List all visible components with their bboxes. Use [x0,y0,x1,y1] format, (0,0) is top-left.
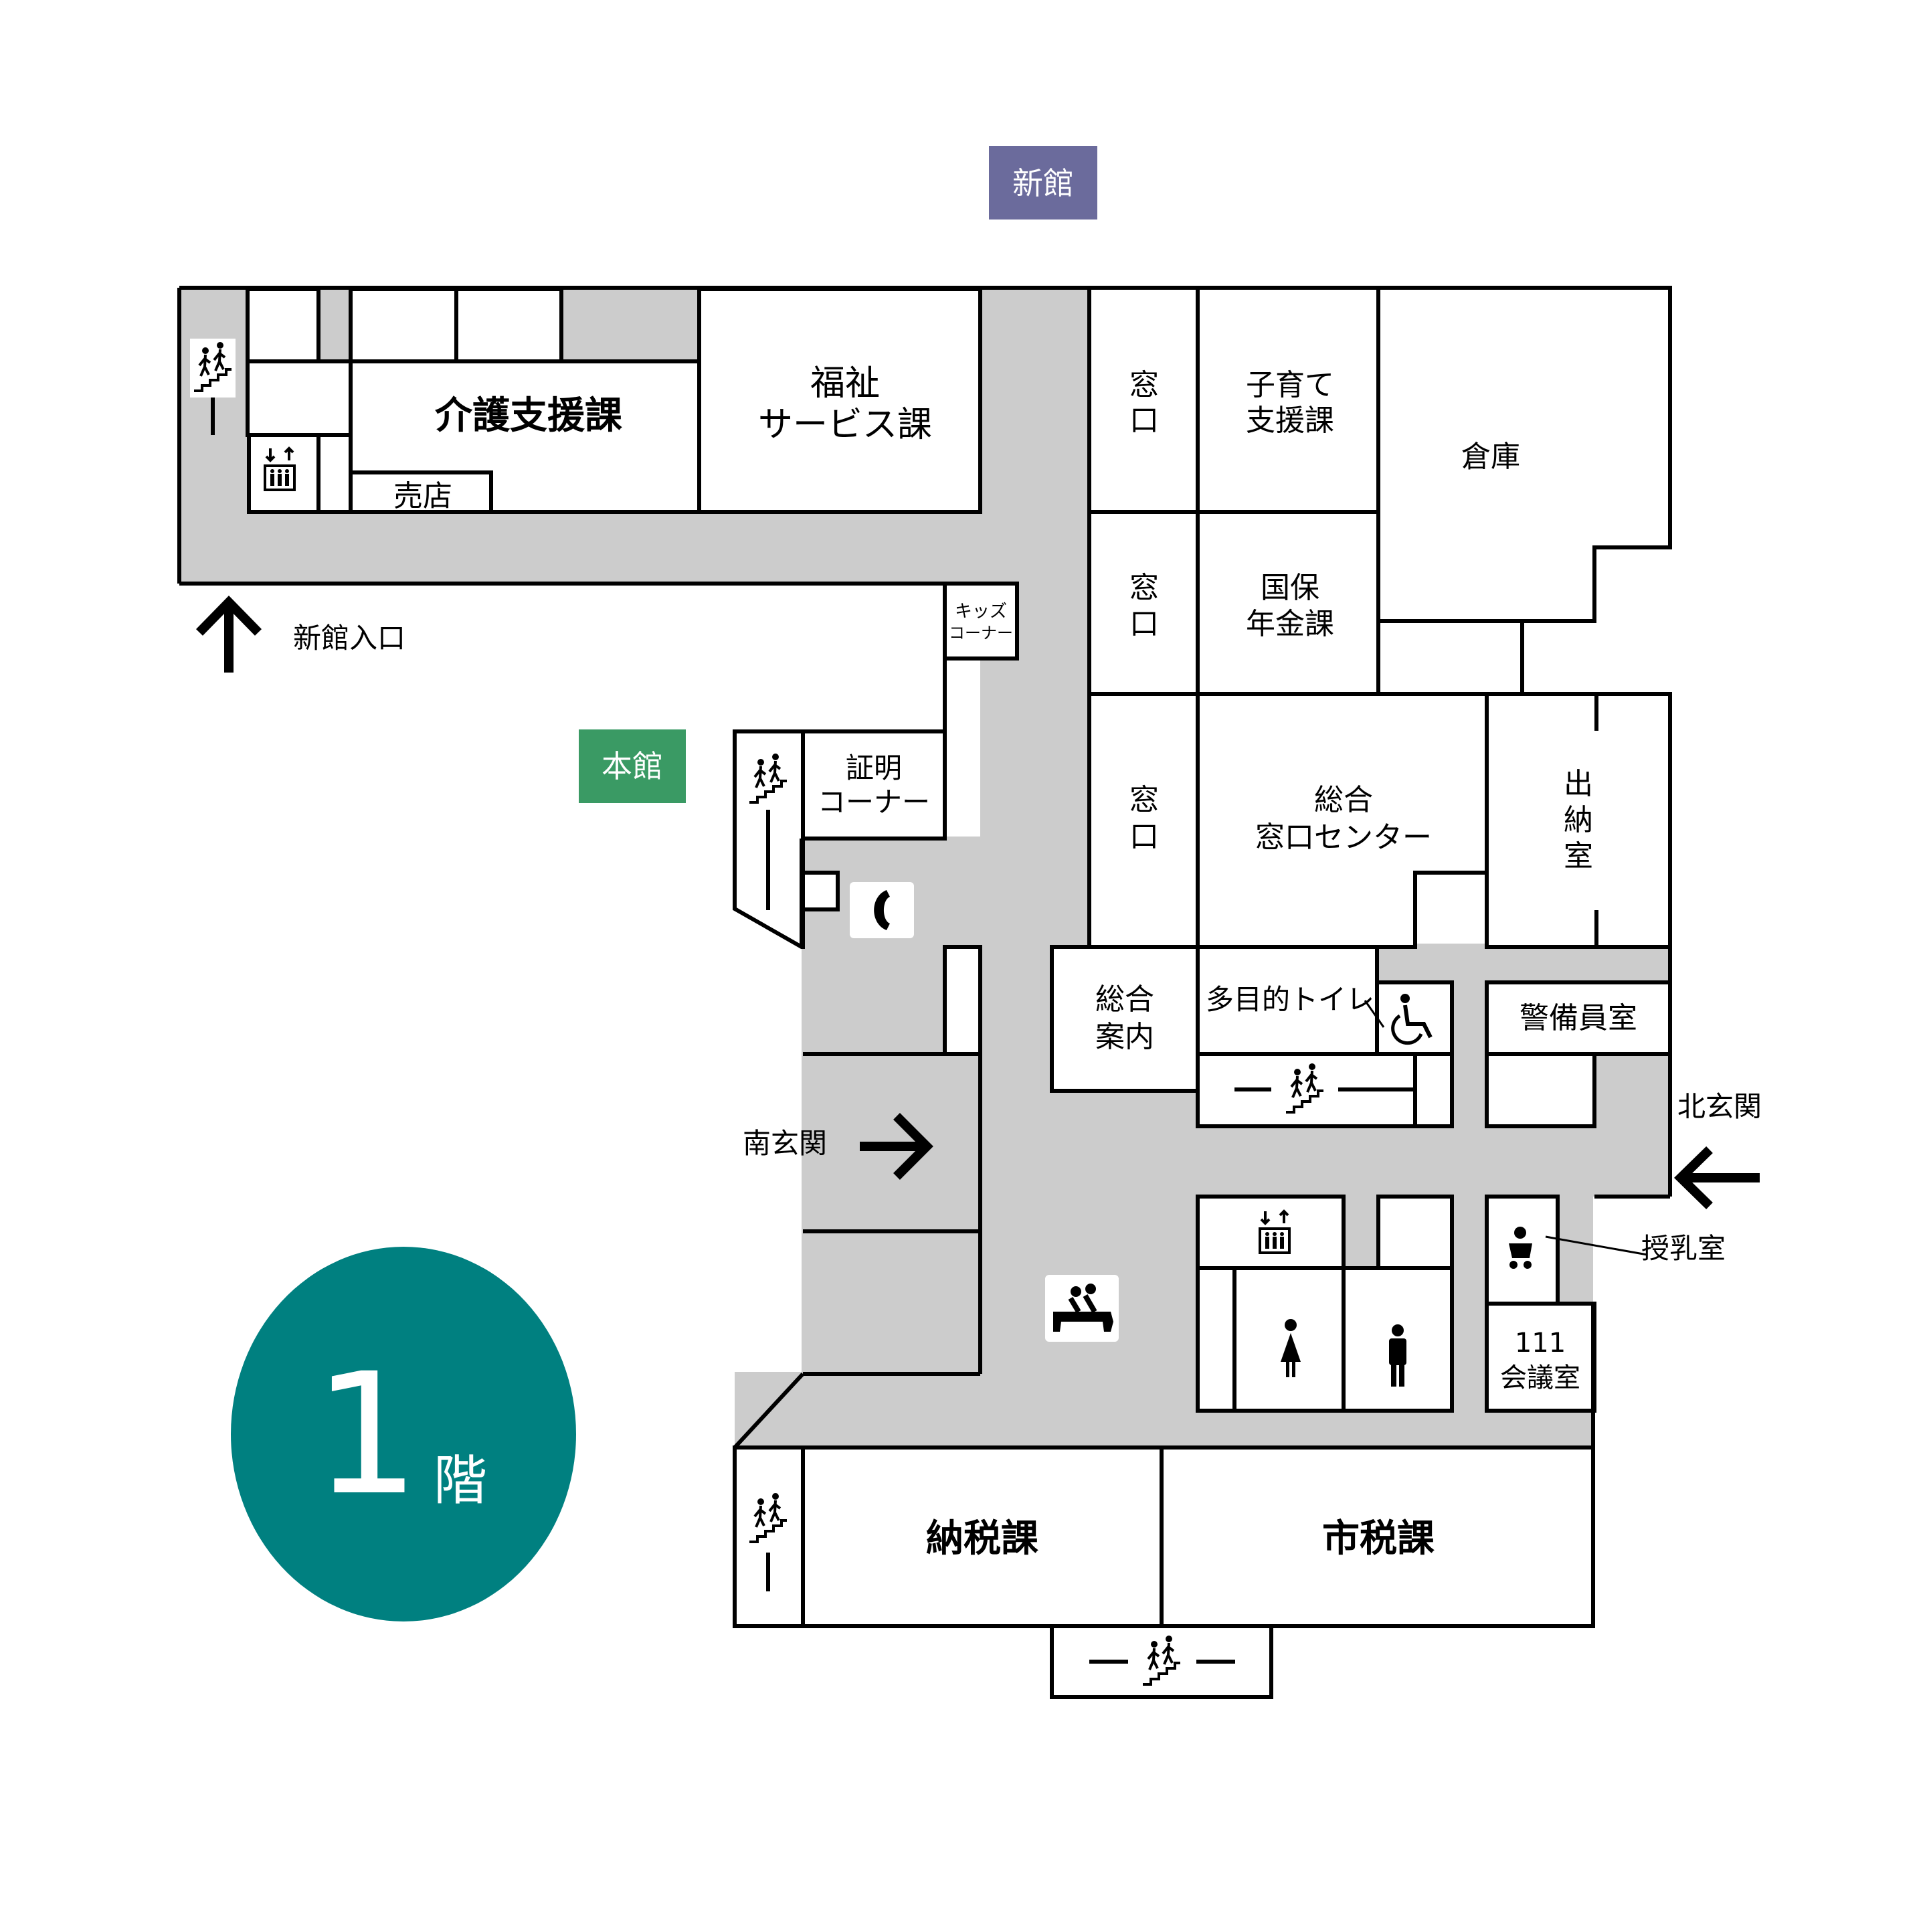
room-label-tamokuteki: 多目的トイレ [1206,983,1374,1016]
room-label-shomei: コーナー [818,786,930,818]
arrow-icon [1673,1146,1760,1210]
room-label-soko: 倉庫 [1461,440,1520,474]
elevator-icon [1251,1203,1299,1259]
room-label-kosodate: 支援課 [1246,404,1334,438]
male-restroom-icon [1362,1315,1434,1394]
room-label-nozei: 納税課 [926,1517,1038,1561]
room-label-junyu: 授乳室 [1641,1232,1726,1265]
room-label-shizei: 市税課 [1322,1517,1435,1561]
stairs-icon [189,337,237,399]
stairs-icon [1137,1631,1186,1692]
room-label-kaigo: 介護支援課 [435,394,622,438]
room-madoguchi-3 [1087,692,1200,949]
floor-badge [231,1247,576,1621]
room-label-madoguchi: 窓 [1129,368,1159,402]
room-label-sogo-madoguchi: 窓口センター [1255,820,1432,855]
main-building-label: 本館 [602,748,663,784]
new-building-label: 新館 [1012,165,1074,201]
room-label-kosodate: 子育て [1246,368,1334,402]
room-label-madoguchi: 口 [1129,404,1159,438]
room-label-fukushi: サービス課 [758,405,932,445]
room-suito [1485,692,1672,949]
room-label-sogo-annai: 案内 [1095,1020,1154,1054]
room-label-suito: 納 [1564,803,1593,837]
room-label-kaigi: 111 [1515,1328,1566,1358]
room-small [246,359,353,437]
room-small [454,287,563,363]
stairs-icon [744,749,792,810]
room-label-suito: 室 [1564,839,1593,873]
room-label-sogo-annai: 総合 [1095,982,1154,1017]
room-label-kids: コーナー [949,624,1013,642]
floor-suffix: 階 [434,1450,487,1512]
room-label-keibi: 警備員室 [1520,1001,1637,1035]
female-restroom-icon [1255,1308,1327,1387]
room-madoguchi-2 [1087,510,1200,696]
room-small [1376,1195,1454,1270]
room-fukushi [697,287,982,514]
stairs-icon [744,1488,792,1550]
room-label-kokuho: 国保 [1261,571,1319,605]
main-building-tag [579,729,686,803]
room-small [1196,1266,1236,1413]
room-shizei [1160,1445,1595,1628]
entrance-label-north: 北玄関 [1677,1090,1762,1123]
stairs-icon [1281,1059,1329,1120]
room-sogo-annai [1050,945,1200,1093]
room-small [246,287,320,363]
room-nozei [801,1445,1164,1628]
baby-care-icon [1497,1219,1544,1273]
waiting-area-icon [1045,1275,1119,1342]
room-baiten [349,470,493,514]
room-small [1485,1052,1596,1128]
room-label-kids: キッズ [955,602,1007,622]
room-label-fukushi: 福祉 [810,363,880,404]
room-small [316,433,353,514]
room-label-madoguchi: 口 [1129,820,1159,854]
room-label-sogo-madoguchi: 総合 [1314,783,1373,817]
wheelchair-icon [1385,989,1444,1048]
room-small [801,871,840,911]
room-small [349,287,458,363]
room-label-baiten: 売店 [393,479,452,513]
entrance-label-south: 南玄関 [743,1127,827,1160]
room-label-suito: 出 [1564,767,1593,801]
room-kaigi [1485,1302,1596,1413]
room-label-madoguchi: 窓 [1129,783,1159,817]
telephone-icon [850,882,914,938]
room-label-shomei: 証明 [846,752,902,784]
new-building-tag [989,146,1097,219]
room-kids [943,582,1019,661]
room-label-madoguchi: 窓 [1129,571,1159,605]
entrance-label-new: 新館入口 [293,622,405,654]
room-soko [1376,286,1672,623]
room-label-kokuho: 年金課 [1246,607,1334,641]
floor-number: 1 [313,1337,420,1532]
room-small [943,945,982,1056]
room-label-madoguchi: 口 [1129,607,1159,641]
elevator-icon [256,440,304,497]
room-shomei [801,729,947,841]
arrow-icon [860,1113,933,1180]
room-madoguchi-1 [1087,286,1200,514]
arrow-icon [195,595,262,673]
room-label-kaigi: 会議室 [1500,1363,1580,1393]
